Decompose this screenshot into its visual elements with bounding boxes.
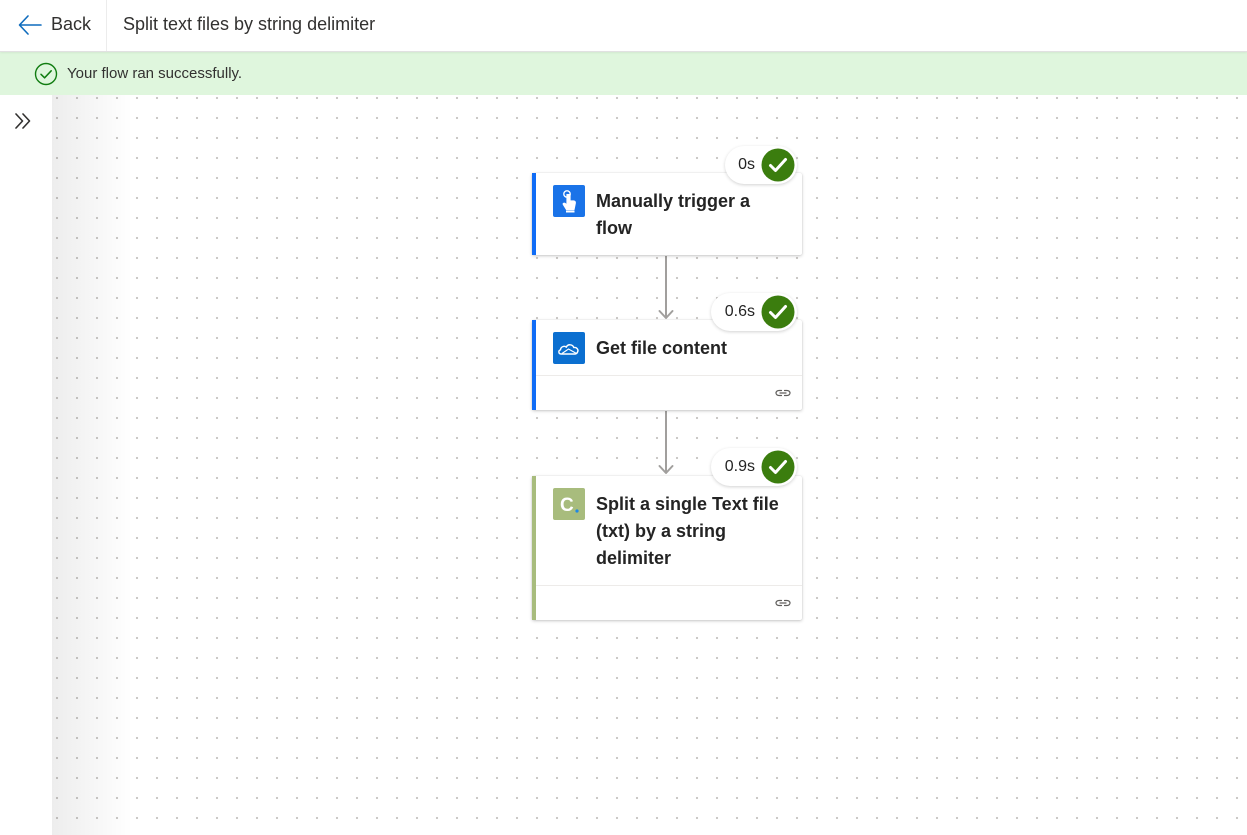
top-header: Back Split text files by string delimite… <box>0 0 1247 52</box>
touch-trigger-icon <box>553 185 585 217</box>
success-check-icon <box>761 295 795 329</box>
step-status-badge: 0.9s <box>711 448 797 486</box>
step-title: Get file content <box>596 338 728 358</box>
success-check-icon <box>761 148 795 182</box>
back-arrow-icon <box>18 15 42 35</box>
step-title: Manually trigger a flow <box>596 191 751 238</box>
step-card-footer <box>536 375 802 410</box>
canvas-edge-shadow <box>52 95 132 835</box>
success-check-icon <box>761 450 795 484</box>
encodian-c-icon: C <box>553 488 585 520</box>
banner-message: Your flow ran successfully. <box>67 65 243 82</box>
step-duration: 0.6s <box>724 303 755 320</box>
success-circle-check-icon <box>34 62 58 86</box>
flow-canvas[interactable]: Manually trigger a flow 0s Get file cont… <box>52 95 1247 835</box>
step-status-badge: 0.6s <box>711 293 797 331</box>
connector-arrow <box>658 411 674 474</box>
success-banner: Your flow ran successfully. <box>0 52 1247 95</box>
header-divider <box>106 0 107 51</box>
back-button[interactable]: Back <box>0 0 106 51</box>
step-card-footer <box>536 585 802 620</box>
step-card-split-text-file[interactable]: C Split a single Text file (txt) by a st… <box>532 476 802 620</box>
onedrive-cloud-icon <box>553 332 585 364</box>
step-duration: 0.9s <box>724 458 755 475</box>
step-status-badge: 0s <box>725 146 797 184</box>
svg-text:C: C <box>560 495 574 516</box>
step-title: Split a single Text file (txt) by a stri… <box>596 494 779 568</box>
link-icon[interactable] <box>774 594 792 612</box>
step-accent-bar <box>532 173 536 255</box>
step-accent-bar <box>532 476 536 620</box>
connector-arrow <box>658 256 674 319</box>
step-card-get-file-content[interactable]: Get file content <box>532 320 802 410</box>
side-rail <box>0 95 52 835</box>
back-label: Back <box>51 14 92 34</box>
double-chevron-right-icon <box>15 113 31 129</box>
flow-title: Split text files by string delimiter <box>123 14 376 34</box>
expand-panel-button[interactable] <box>11 109 35 133</box>
step-duration: 0s <box>738 156 755 173</box>
link-icon[interactable] <box>774 384 792 402</box>
step-accent-bar <box>532 320 536 410</box>
step-card-manual-trigger[interactable]: Manually trigger a flow <box>532 173 802 255</box>
